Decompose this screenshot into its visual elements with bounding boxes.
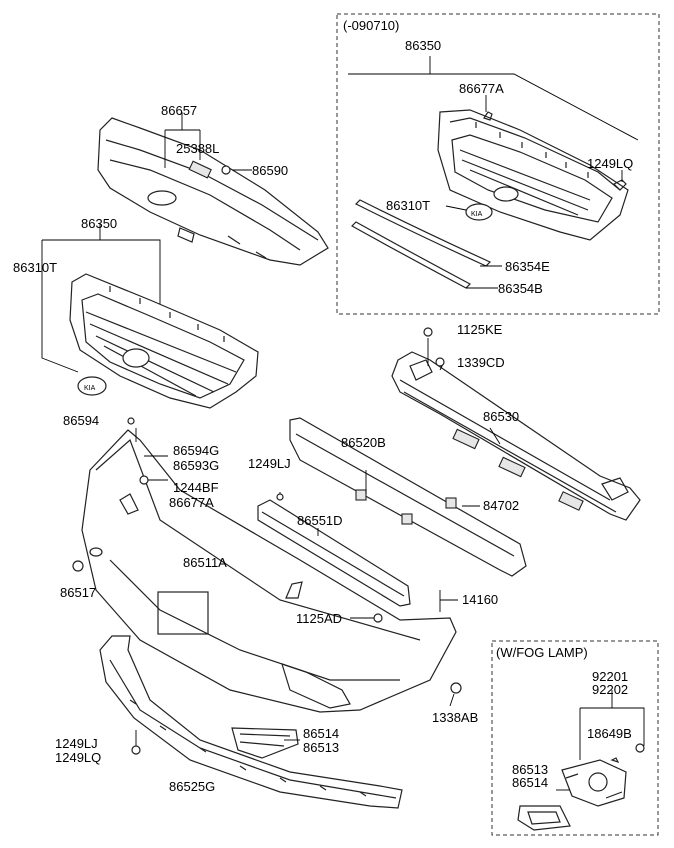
prior-version-box-title: (-090710) bbox=[343, 18, 400, 33]
part-label-1339CD[interactable]: 1339CD bbox=[457, 355, 505, 370]
prior-version-box bbox=[336, 13, 660, 315]
part-label-1249LQ-low[interactable]: 1249LQ bbox=[55, 750, 102, 765]
part-label-86514-fog[interactable]: 86514 bbox=[512, 775, 549, 790]
part-label-86350-left[interactable]: 86350 bbox=[81, 216, 118, 231]
part-label-92201[interactable]: 92201 bbox=[592, 669, 629, 684]
grille-clips-top bbox=[475, 122, 589, 178]
part-label-25388L[interactable]: 25388L bbox=[176, 141, 220, 156]
part-label-18649B[interactable]: 18649B bbox=[587, 726, 632, 741]
part-label-86310T-top[interactable]: 86310T bbox=[386, 198, 431, 213]
fog-lamp-assembly bbox=[561, 759, 627, 807]
part-label-86520B[interactable]: 86520B bbox=[341, 435, 386, 450]
part-label-86590[interactable]: 86590 bbox=[252, 163, 289, 178]
part-label-1249LQ-top[interactable]: 1249LQ bbox=[587, 156, 634, 171]
kia-emblem-left bbox=[77, 376, 107, 396]
energy-absorber bbox=[289, 417, 527, 577]
upper-cover-panel bbox=[97, 117, 329, 266]
part-label-1249LJ-low[interactable]: 1249LJ bbox=[55, 736, 98, 751]
part-label-86657[interactable]: 86657 bbox=[161, 103, 198, 118]
part-label-86517[interactable]: 86517 bbox=[60, 585, 97, 600]
part-label-86593G[interactable]: 86593G bbox=[173, 458, 220, 473]
part-label-86530[interactable]: 86530 bbox=[483, 409, 520, 424]
part-label-86551D[interactable]: 86551D bbox=[297, 513, 343, 528]
part-label-1125KE[interactable]: 1125KE bbox=[457, 322, 503, 337]
fog-lamp-bezel bbox=[517, 805, 571, 831]
lower-lip-spoiler bbox=[99, 635, 403, 809]
part-label-84702[interactable]: 84702 bbox=[483, 498, 520, 513]
part-label-86354B[interactable]: 86354B bbox=[498, 281, 543, 296]
bumper-reinforcement bbox=[391, 351, 641, 521]
part-label-86513-fog[interactable]: 86513 bbox=[512, 762, 549, 777]
front-bumper-cover bbox=[81, 429, 457, 713]
part-label-92202[interactable]: 92202 bbox=[592, 682, 629, 697]
part-label-86310T-left[interactable]: 86310T bbox=[13, 260, 58, 275]
part-label-1244BF[interactable]: 1244BF bbox=[173, 480, 219, 495]
fog-lamp-screw bbox=[635, 743, 645, 753]
lower-grille-bar bbox=[257, 499, 411, 607]
part-label-86354E[interactable]: 86354E bbox=[505, 259, 550, 274]
part-label-86594[interactable]: 86594 bbox=[63, 413, 100, 428]
part-label-1338AB[interactable]: 1338AB bbox=[432, 710, 479, 725]
part-label-86677A-top[interactable]: 86677A bbox=[459, 81, 504, 96]
part-label-86350-top[interactable]: 86350 bbox=[405, 38, 442, 53]
part-label-86514[interactable]: 86514 bbox=[303, 726, 340, 741]
kia-emblem-top bbox=[465, 203, 493, 221]
svg-text:KIA: KIA bbox=[471, 211, 483, 218]
svg-text:KIA: KIA bbox=[84, 385, 96, 392]
radiator-grille-left: KIA bbox=[41, 224, 259, 409]
fog-lamp-box bbox=[491, 640, 659, 836]
fog-lamp-cover-left bbox=[231, 727, 299, 759]
part-label-86513[interactable]: 86513 bbox=[303, 740, 340, 755]
part-label-1249LJ-mid[interactable]: 1249LJ bbox=[248, 456, 291, 471]
fog-lamp-box-title: (W/FOG LAMP) bbox=[496, 645, 588, 660]
part-label-1125AD[interactable]: 1125AD bbox=[296, 611, 343, 626]
part-label-86677A-mid[interactable]: 86677A bbox=[169, 495, 214, 510]
grille-assembly-top-right: KIA bbox=[348, 56, 639, 289]
part-label-86594G[interactable]: 86594G bbox=[173, 443, 220, 458]
part-label-86511A[interactable]: 86511A bbox=[183, 555, 227, 570]
part-label-86525G[interactable]: 86525G bbox=[169, 779, 216, 794]
part-label-14160[interactable]: 14160 bbox=[462, 592, 499, 607]
